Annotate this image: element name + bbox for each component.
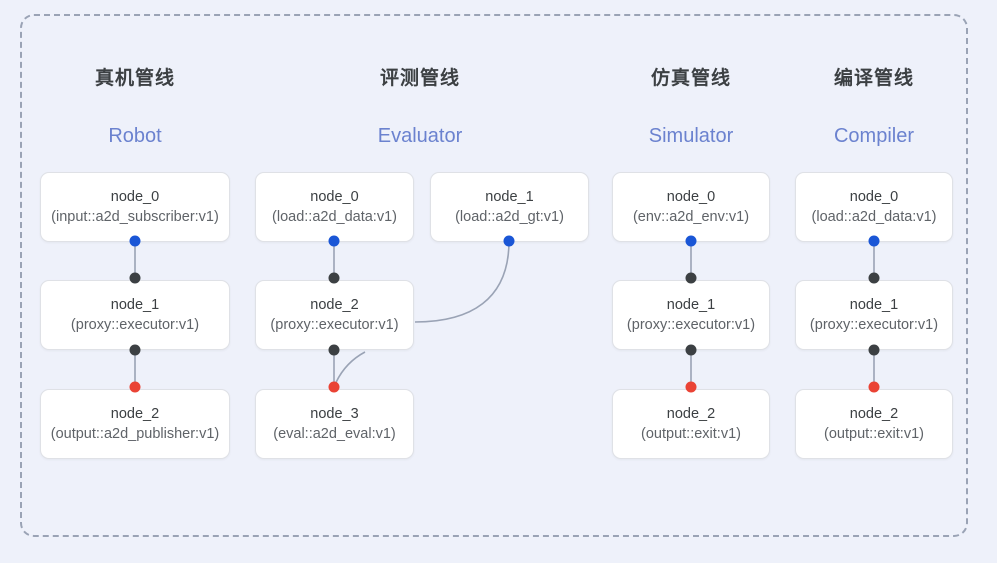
port-evaluator-0-out[interactable]	[328, 235, 340, 247]
node-spec: (proxy::executor:v1)	[270, 317, 399, 333]
column-title-robot: 真机管线	[94, 68, 175, 89]
column-subtitle-robot: Robot	[108, 125, 162, 147]
node-name: node_0	[110, 189, 160, 205]
node-name: node_0	[666, 189, 716, 205]
node-evaluator-0[interactable]: node_0 (load::a2d_data:v1)	[255, 172, 414, 242]
column-subtitle-evaluator: Evaluator	[377, 125, 463, 147]
node-spec: (output::a2d_publisher:v1)	[50, 426, 220, 442]
port-compiler-1-in[interactable]	[868, 272, 880, 284]
node-robot-0[interactable]: node_0 (input::a2d_subscriber:v1)	[40, 172, 230, 242]
node-simulator-2[interactable]: node_2 (output::exit:v1)	[612, 389, 770, 459]
node-name: node_1	[110, 297, 160, 313]
node-robot-2[interactable]: node_2 (output::a2d_publisher:v1)	[40, 389, 230, 459]
port-compiler-1-out[interactable]	[868, 344, 880, 356]
node-name: node_2	[310, 297, 359, 313]
port-simulator-2-in[interactable]	[685, 381, 697, 393]
node-spec: (load::a2d_data:v1)	[272, 209, 397, 225]
port-compiler-0-out[interactable]	[868, 235, 880, 247]
node-compiler-0[interactable]: node_0 (load::a2d_data:v1)	[795, 172, 953, 242]
port-simulator-0-out[interactable]	[685, 235, 697, 247]
node-spec: (eval::a2d_eval:v1)	[273, 426, 396, 442]
node-name: node_0	[849, 189, 899, 205]
port-simulator-1-in[interactable]	[685, 272, 697, 284]
node-spec: (load::a2d_data:v1)	[811, 209, 937, 225]
node-spec: (output::exit:v1)	[641, 426, 741, 442]
port-evaluator-3-in[interactable]	[328, 381, 340, 393]
node-spec: (output::exit:v1)	[824, 426, 924, 442]
node-evaluator-3[interactable]: node_3 (eval::a2d_eval:v1)	[255, 389, 414, 459]
column-title-compiler: 编译管线	[833, 68, 914, 89]
node-evaluator-1[interactable]: node_1 (load::a2d_gt:v1)	[430, 172, 589, 242]
node-compiler-2[interactable]: node_2 (output::exit:v1)	[795, 389, 953, 459]
node-evaluator-2[interactable]: node_2 (proxy::executor:v1)	[255, 280, 414, 350]
port-robot-1-out[interactable]	[129, 344, 141, 356]
port-evaluator-2-in[interactable]	[328, 272, 340, 284]
node-spec: (proxy::executor:v1)	[809, 317, 939, 333]
node-name: node_1	[485, 189, 534, 205]
node-name: node_3	[310, 406, 359, 422]
node-name: node_1	[849, 297, 899, 313]
node-spec: (proxy::executor:v1)	[70, 317, 200, 333]
port-robot-1-in[interactable]	[129, 272, 141, 284]
port-simulator-1-out[interactable]	[685, 344, 697, 356]
node-name: node_0	[310, 189, 359, 205]
node-spec: (env::a2d_env:v1)	[632, 209, 750, 225]
port-compiler-2-in[interactable]	[868, 381, 880, 393]
node-spec: (proxy::executor:v1)	[626, 317, 756, 333]
node-name: node_1	[666, 297, 716, 313]
node-name: node_2	[849, 406, 899, 422]
column-title-simulator: 仿真管线	[650, 68, 731, 89]
port-evaluator-1-out[interactable]	[503, 235, 515, 247]
node-compiler-1[interactable]: node_1 (proxy::executor:v1)	[795, 280, 953, 350]
column-subtitle-simulator: Simulator	[648, 125, 734, 147]
node-spec: (input::a2d_subscriber:v1)	[51, 209, 219, 225]
port-robot-2-in[interactable]	[129, 381, 141, 393]
node-robot-1[interactable]: node_1 (proxy::executor:v1)	[40, 280, 230, 350]
node-simulator-1[interactable]: node_1 (proxy::executor:v1)	[612, 280, 770, 350]
node-spec: (load::a2d_gt:v1)	[455, 209, 564, 225]
node-name: node_2	[666, 406, 716, 422]
column-title-evaluator: 评测管线	[379, 68, 460, 89]
node-name: node_2	[110, 406, 160, 422]
pipeline-group-frame	[20, 14, 968, 537]
port-robot-0-out[interactable]	[129, 235, 141, 247]
port-evaluator-2-out[interactable]	[328, 344, 340, 356]
node-simulator-0[interactable]: node_0 (env::a2d_env:v1)	[612, 172, 770, 242]
column-subtitle-compiler: Compiler	[833, 125, 915, 147]
